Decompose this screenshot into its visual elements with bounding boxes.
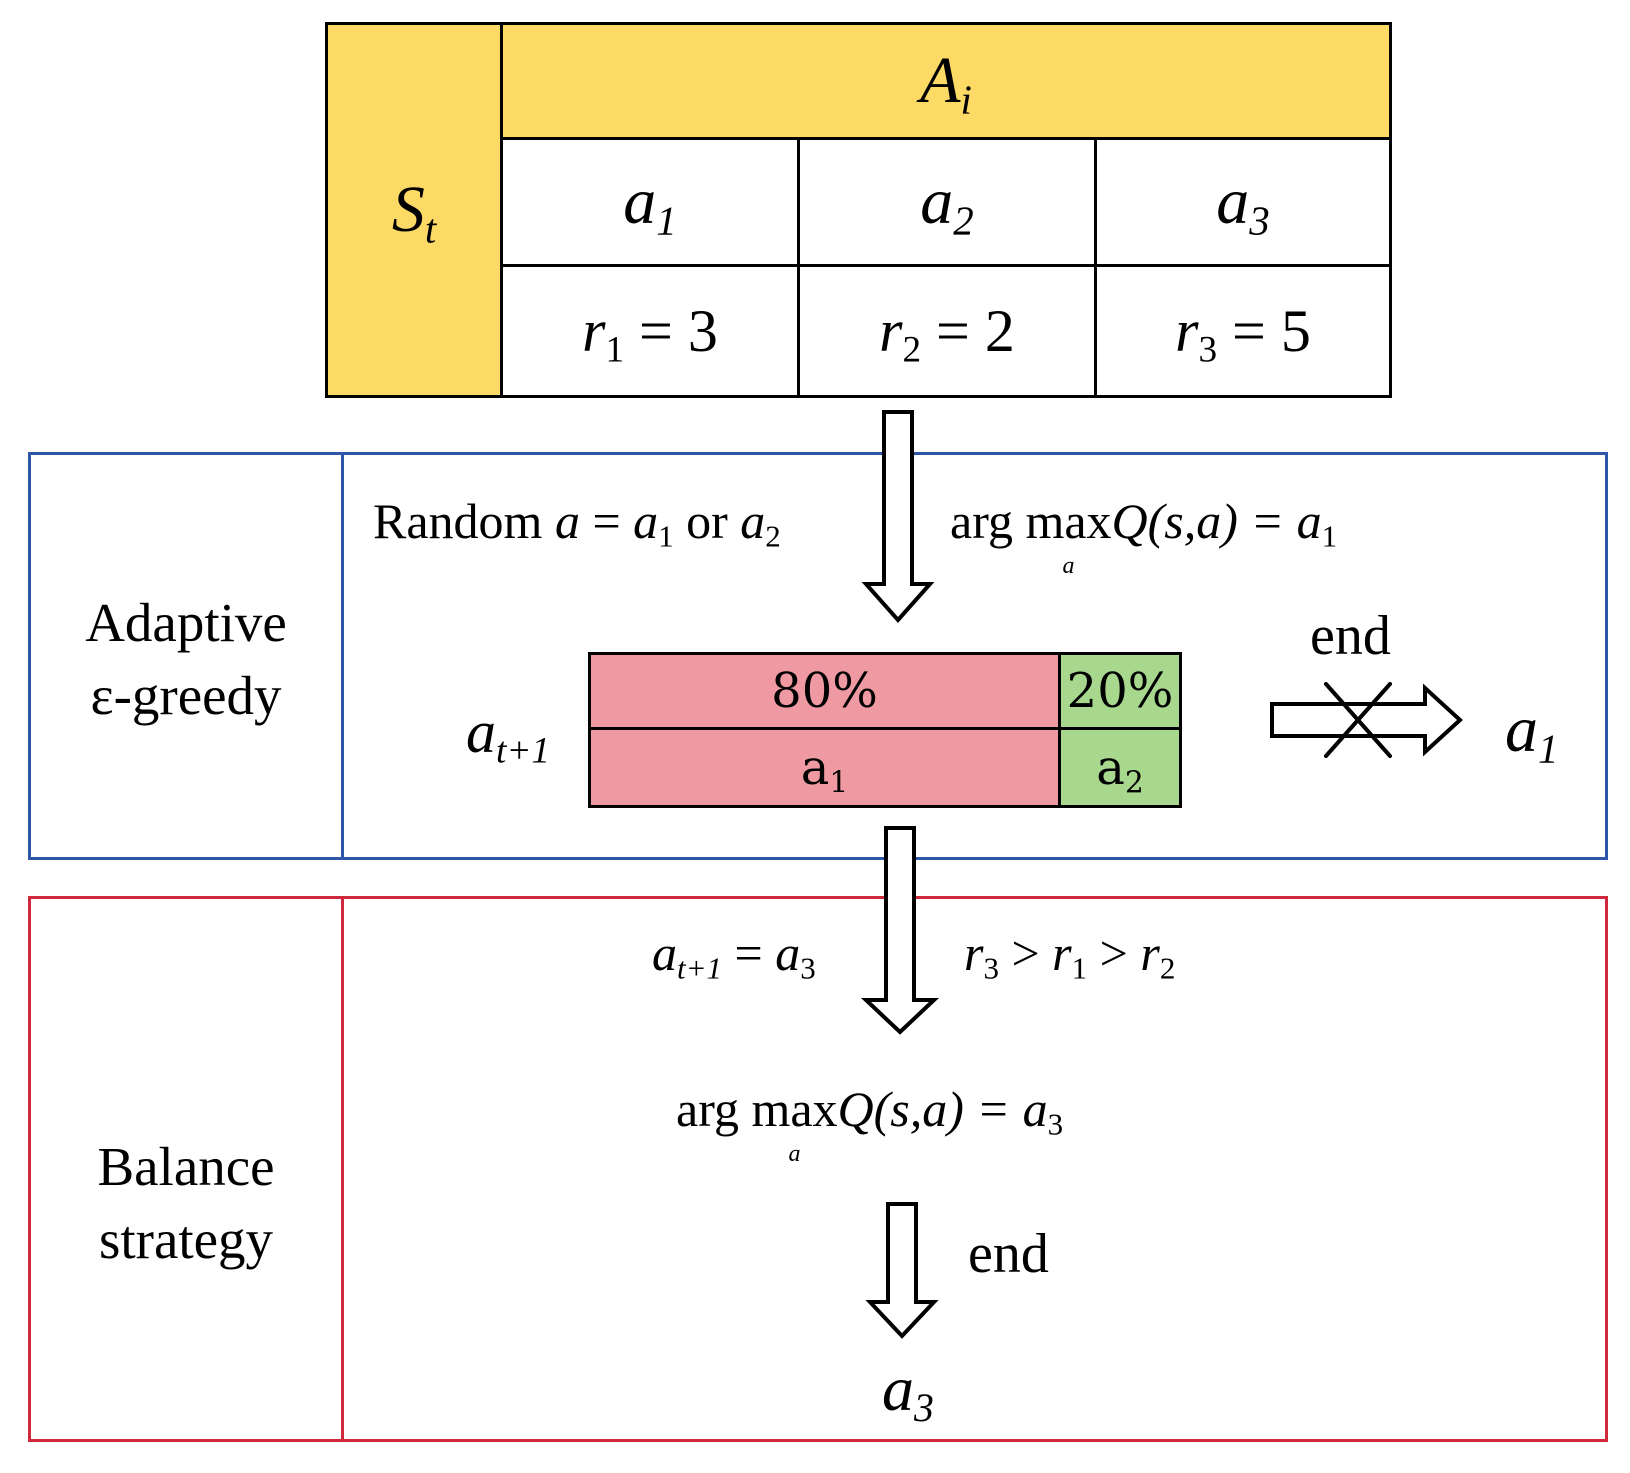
next-action-label: at+1 <box>466 699 551 772</box>
action-label: a2 <box>920 165 974 244</box>
label-line: ε-greedy <box>90 664 282 726</box>
bar-segment-80: 80% <box>591 655 1061 730</box>
action-label: a1 <box>623 165 677 244</box>
label-line: Adaptive <box>85 592 287 653</box>
action-cell: a1 <box>500 137 800 267</box>
down-arrow-icon <box>861 410 935 624</box>
panel-divider <box>341 455 344 857</box>
result-a3: a3 <box>882 1353 934 1431</box>
label-line: strategy <box>98 1208 274 1270</box>
reward-cell: r3 = 5 <box>1094 264 1392 398</box>
end-label-balance: end <box>968 1223 1049 1285</box>
cross-icon <box>1324 682 1392 758</box>
down-arrow-icon <box>865 1202 939 1339</box>
balance-strategy-panel: Balance strategy <box>28 896 1608 1442</box>
bar-segment-a1: a1 <box>591 730 1061 805</box>
state-action-table: St Ai a1 a2 a3 r1 = 3 r2 = 2 r3 = 5 <box>325 22 1392 398</box>
reward-label: r3 = 5 <box>1175 297 1311 370</box>
reward-label: r2 = 2 <box>879 297 1015 370</box>
balance-panel-label: Balance strategy <box>31 1131 341 1276</box>
next-action-expression: at+1 = a3 <box>652 925 816 986</box>
bar-segment-a2: a2 <box>1061 730 1179 805</box>
random-choice-expression: Random a = a1 or a2 <box>373 493 781 554</box>
down-arrow-icon <box>860 826 940 1035</box>
adaptive-panel-label: Adaptive ε-greedy <box>31 587 341 732</box>
result-a1: a1 <box>1505 693 1559 772</box>
probability-bar: 80% 20% a1 a2 <box>588 652 1182 808</box>
reward-order-expression: r3 > r1 > r2 <box>964 925 1176 986</box>
action-cell: a3 <box>1094 137 1392 267</box>
panel-divider <box>341 899 344 1439</box>
reward-label: r1 = 3 <box>582 297 718 370</box>
bar-segment-20: 20% <box>1061 655 1179 730</box>
actions-header-cell: Ai <box>500 22 1392 140</box>
reward-cell: r1 = 3 <box>500 264 800 398</box>
label-line: Balance <box>97 1136 275 1197</box>
state-cell: St <box>325 22 503 398</box>
state-symbol: St <box>391 173 437 252</box>
action-cell: a2 <box>797 137 1097 267</box>
action-label: a3 <box>1216 165 1270 244</box>
adaptive-epsilon-greedy-panel: Adaptive ε-greedy <box>28 452 1608 860</box>
right-arrow-icon <box>1270 683 1463 757</box>
actions-header-symbol: Ai <box>920 44 972 123</box>
reward-cell: r2 = 2 <box>797 264 1097 398</box>
end-label-adaptive: end <box>1310 605 1391 667</box>
